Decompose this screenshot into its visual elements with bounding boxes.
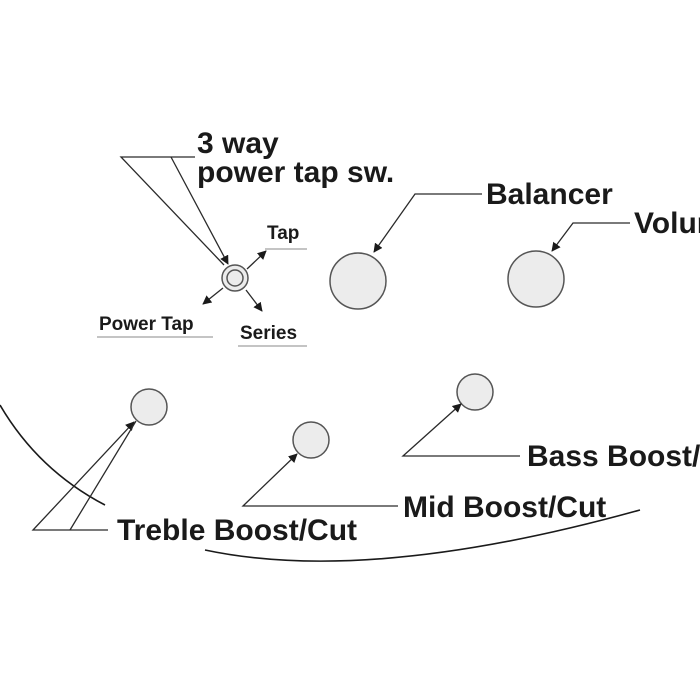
switch-inner — [226, 269, 244, 287]
treble-knob — [130, 388, 168, 426]
series-arrow — [245, 289, 263, 312]
power-tap-arrow — [202, 287, 224, 305]
treble-leader-line-2 — [69, 420, 137, 531]
balancer-label: Balancer — [486, 178, 613, 211]
mid-leader-line — [241, 453, 398, 507]
series-label: Series — [240, 323, 297, 344]
power-tap-label: Power Tap — [99, 314, 194, 335]
tap-arrow — [246, 250, 267, 270]
volume-knob — [507, 250, 565, 308]
balancer-leader-line — [373, 193, 482, 253]
volume-label: Volum — [634, 207, 700, 240]
switch-title-line1: 3 way — [197, 127, 279, 160]
bass-leader-line — [401, 403, 520, 457]
switch-leader-line — [119, 156, 225, 266]
treble-label: Treble Boost/Cut — [117, 514, 357, 547]
mid-label: Mid Boost/Cut — [403, 491, 606, 524]
body-outline-bottom — [204, 509, 641, 562]
balancer-knob — [329, 252, 387, 310]
volume-leader-line — [551, 222, 630, 252]
treble-leader-line — [31, 421, 135, 531]
switch-title-line2: power tap sw. — [197, 156, 394, 189]
bass-knob — [456, 373, 494, 411]
body-outline-left — [0, 404, 106, 506]
mid-knob — [292, 421, 330, 459]
switch-leader-line-2 — [170, 156, 229, 265]
bass-label: Bass Boost/C — [527, 440, 700, 473]
power-tap-switch — [221, 264, 249, 292]
tap-label: Tap — [267, 223, 299, 244]
